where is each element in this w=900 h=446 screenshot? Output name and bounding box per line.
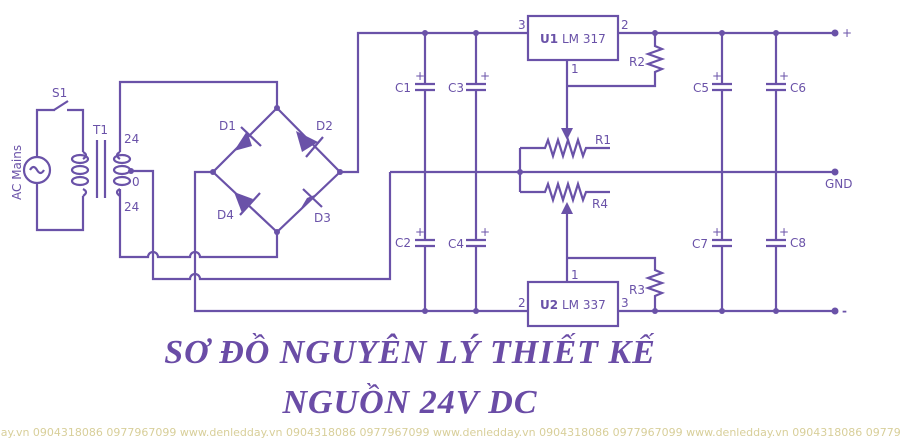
label-d2: D2 (316, 119, 333, 133)
label-d4: D4 (217, 208, 234, 222)
label-s1: S1 (52, 86, 67, 100)
regulator-u2 (526, 280, 620, 328)
switch-s1 (53, 100, 69, 111)
label-r2: R2 (629, 55, 645, 69)
diode-d2 (296, 131, 318, 152)
potentiometer-r1 (520, 136, 610, 160)
label-c1: C1 (395, 81, 411, 95)
capacitors (415, 33, 786, 311)
svg-text:+: + (415, 225, 425, 239)
label-u1-ref: U1 (540, 32, 558, 46)
label-c6: C6 (790, 81, 806, 95)
label-output-minus: - (842, 304, 847, 318)
label-u2-ref: U2 (540, 298, 558, 312)
label-u2-part: LM 337 (562, 298, 606, 312)
label-d1: D1 (219, 119, 236, 133)
label-u1-part: LM 317 (562, 32, 606, 46)
diode-d1 (234, 131, 252, 151)
label-c4: C4 (448, 237, 464, 251)
label-t1: T1 (92, 123, 108, 137)
label-tap-bottom: 24 (124, 200, 139, 214)
label-ac-mains: AC Mains (10, 145, 24, 200)
label-r1: R1 (595, 133, 611, 147)
svg-text:+: + (480, 69, 490, 83)
primary-coil (70, 151, 90, 197)
svg-text:1: 1 (571, 268, 579, 282)
primary-circuit (22, 100, 134, 232)
label-tap-center: 0 (132, 175, 140, 189)
watermark: hiedday.vn 0904318086 0977967099 www.den… (0, 426, 900, 439)
capacitor-plus-signs: + + + + + + + + (415, 69, 789, 239)
label-d3: D3 (314, 211, 331, 225)
label-c8: C8 (790, 236, 806, 250)
label-r3: R3 (629, 283, 645, 297)
resistor-r2 (567, 33, 666, 88)
svg-text:+: + (712, 225, 722, 239)
potentiometer-r4 (520, 180, 610, 204)
label-output-gnd: GND (825, 177, 853, 191)
svg-text:+: + (712, 69, 722, 83)
secondary-coil (112, 151, 132, 197)
diode-d4 (234, 192, 253, 213)
label-c3: C3 (448, 81, 464, 95)
svg-text:2: 2 (518, 296, 526, 310)
svg-text:+: + (779, 69, 789, 83)
title-line-1: SƠ ĐỒ NGUYÊN LÝ THIẾT KẾ (164, 334, 656, 371)
svg-text:1: 1 (571, 62, 579, 76)
regulator-u1 (526, 14, 620, 62)
bridge-rectifier (210, 105, 343, 235)
label-c2: C2 (395, 236, 411, 250)
svg-text:3: 3 (621, 296, 629, 310)
label-output-plus: + (842, 26, 852, 40)
label-r4: R4 (592, 197, 608, 211)
svg-text:+: + (415, 69, 425, 83)
ac-source-icon (22, 155, 52, 185)
label-tap-top: 24 (124, 132, 139, 146)
resistor-r3 (567, 256, 666, 311)
svg-text:2: 2 (621, 18, 629, 32)
title-line-2: NGUỒN 24V DC (282, 384, 538, 421)
label-c5: C5 (693, 81, 709, 95)
svg-text:+: + (779, 225, 789, 239)
label-c7: C7 (692, 237, 708, 251)
svg-text:+: + (480, 225, 490, 239)
transformer-core (95, 140, 107, 198)
svg-text:3: 3 (518, 18, 526, 32)
